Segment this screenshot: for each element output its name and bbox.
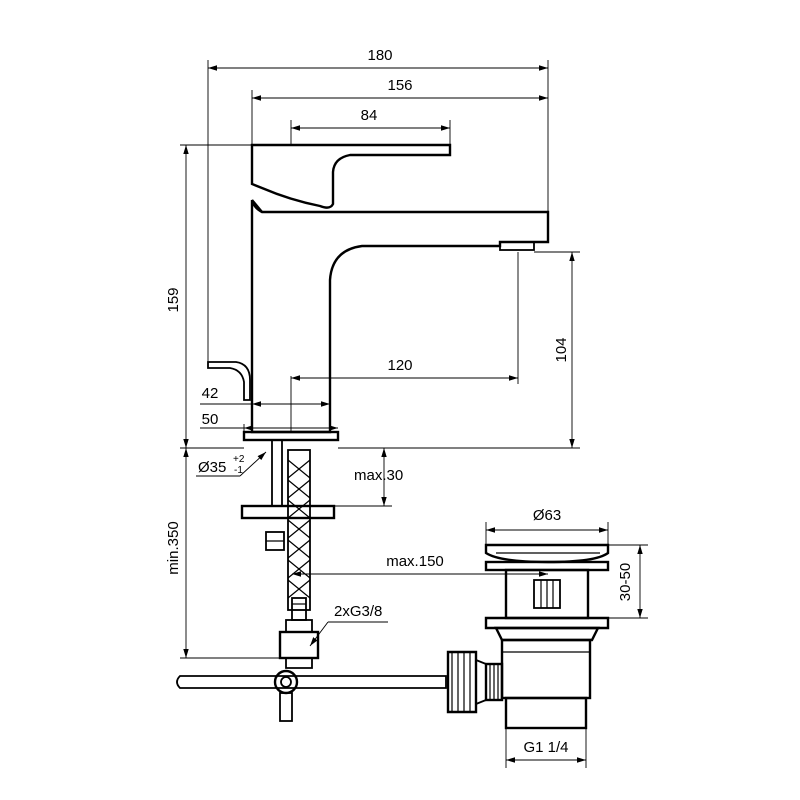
label-159: 159 (165, 287, 182, 312)
label-84: 84 (361, 107, 378, 124)
label-hole-tol-plus: +2 (233, 454, 245, 465)
label-180: 180 (367, 47, 392, 64)
label-max-30: max.30 (354, 467, 403, 484)
waste-fitting (446, 543, 610, 730)
label-120: 120 (387, 357, 412, 374)
label-max-150: max.150 (386, 553, 444, 570)
pop-up-rod (176, 669, 447, 722)
dimension-lines (180, 60, 648, 768)
under-deck-parts (240, 439, 336, 669)
label-min-350: min.350 (165, 521, 182, 574)
label-hole-diameter: Ø35 (198, 459, 226, 476)
label-waste-range: 30-50 (617, 563, 634, 601)
label-104: 104 (553, 337, 570, 362)
faucet-body (207, 143, 550, 442)
label-hole-tol-minus: -1 (234, 465, 243, 476)
dimension-labels: 180 156 84 159 104 120 42 50 Ø35 +2 -1 m… (165, 47, 634, 756)
label-50: 50 (202, 411, 219, 428)
label-waste-thread: G1 1/4 (523, 739, 568, 756)
label-42: 42 (202, 385, 219, 402)
label-waste-diameter: Ø63 (533, 507, 561, 524)
label-connections: 2xG3/8 (334, 603, 382, 620)
label-156: 156 (387, 77, 412, 94)
